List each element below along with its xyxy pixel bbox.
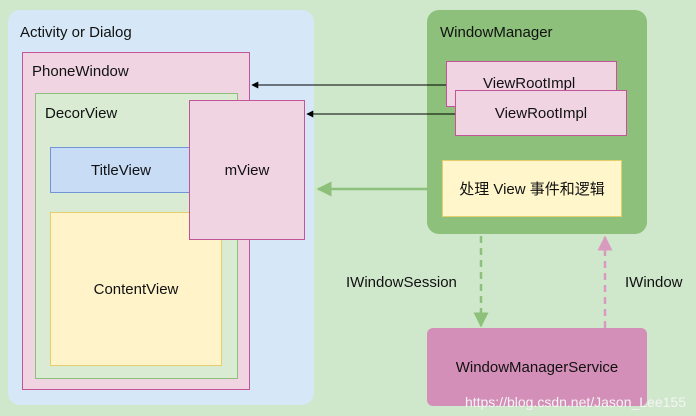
phone-window-label: PhoneWindow	[32, 63, 129, 80]
title-view-label: TitleView	[90, 161, 152, 179]
view-event-handler-box: 处理 View 事件和逻辑	[442, 160, 622, 217]
m-view-label: mView	[224, 161, 270, 179]
iwindowsession-label: IWindowSession	[346, 274, 457, 291]
activity-label: Activity or Dialog	[20, 24, 132, 41]
title-view-box: TitleView	[50, 147, 192, 193]
view-root-impl-front: ViewRootImpl	[455, 90, 627, 136]
view-event-handler-label: 处理 View 事件和逻辑	[459, 181, 605, 198]
content-view-label: ContentView	[93, 280, 179, 298]
m-view-box: mView	[189, 100, 305, 240]
decor-view-label: DecorView	[45, 105, 118, 122]
window-manager-service-label: WindowManagerService	[455, 358, 619, 376]
iwindow-label: IWindow	[625, 274, 683, 291]
view-root-impl-back-label: ViewRootImpl	[483, 75, 576, 92]
watermark-text: https://blog.csdn.net/Jason_Lee155	[464, 394, 686, 410]
window-manager-label: WindowManager	[440, 24, 553, 41]
view-root-impl-front-label: ViewRootImpl	[494, 104, 588, 122]
window-manager-service-box: WindowManagerService	[427, 328, 647, 406]
